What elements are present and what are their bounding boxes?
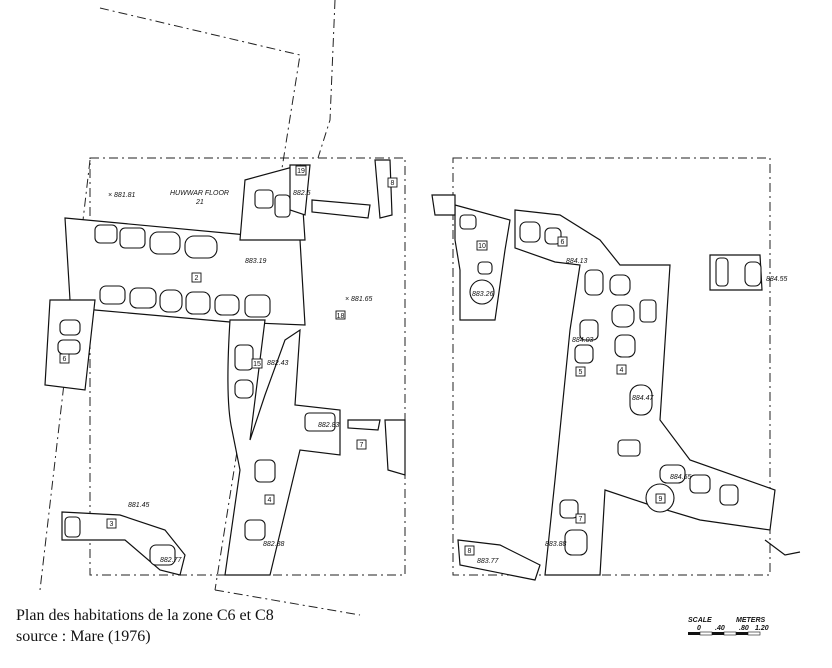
locus-number: 19 [297,168,305,175]
elevation-label: 882.38 [263,541,285,548]
elevation-label: 882.43 [267,360,289,367]
locus-number: 6 [561,239,565,246]
elevation-label: 884.55 [766,276,788,283]
locus-number: 5 [579,369,583,376]
locus-number: 4 [268,497,272,504]
locus-number: 8 [391,180,395,187]
scale-tick: .40 [715,625,725,632]
right-plan-walls [431,194,801,581]
elevation-label: 882.83 [318,422,340,429]
scale-tick: 0 [697,625,701,632]
elevation-label: 884.47 [632,395,655,402]
right-grid-square [452,157,771,576]
locus-number: 10 [478,243,486,250]
left-grid-square [89,157,406,576]
elevation-label: × 881.81 [108,192,136,199]
elevation-label: 884.65 [670,474,692,481]
elevation-label: 882.5 [293,190,311,197]
elevation-label: 883.19 [245,258,267,265]
elevation-label: 882.77 [160,557,183,564]
locus-number: 7 [579,516,583,523]
caption-title: Plan des habitations de la zone C6 et C8 [16,607,274,624]
trench-outline-north [317,0,336,159]
right-plan-labels: 884.13 883.26 884.55 884.03 884.47 884.6… [464,236,788,565]
elevation-label: 883.26 [472,291,494,298]
locus-number: 2 [195,275,199,282]
floor-number: 21 [195,199,204,206]
elevation-label: 883.88 [545,541,567,548]
scale-tick: 1.20 [755,625,769,632]
elevation-label: × 881.65 [345,296,373,303]
locus-number: 9 [659,496,663,503]
locus-number: 4 [620,367,624,374]
locus-number: 6 [63,356,67,363]
locus-number: 7 [360,442,364,449]
scale-unit: METERS [736,617,766,624]
scale-tick: .80 [739,625,749,632]
left-plan-walls [44,159,406,576]
locus-number: 8 [468,548,472,555]
left-plan-labels: × 881.81 HUWWAR FLOOR 21 882.5 883.19 × … [59,165,398,564]
elevation-label: 884.13 [566,258,588,265]
locus-number: 18 [337,313,345,320]
elevation-label: 884.03 [572,337,594,344]
scale-title: SCALE [688,617,712,624]
caption-source: source : Mare (1976) [16,628,151,645]
elevation-label: 881.45 [128,502,150,509]
scale-bar: SCALE METERS 0 .40 .80 1.20 [688,617,769,636]
locus-number: 15 [253,361,261,368]
trench-outline-south [214,589,361,616]
left-plan-stones [57,189,336,566]
elevation-label: 883.77 [477,558,500,565]
floor-label: HUWWAR FLOOR [170,190,229,197]
locus-number: 3 [110,521,114,528]
